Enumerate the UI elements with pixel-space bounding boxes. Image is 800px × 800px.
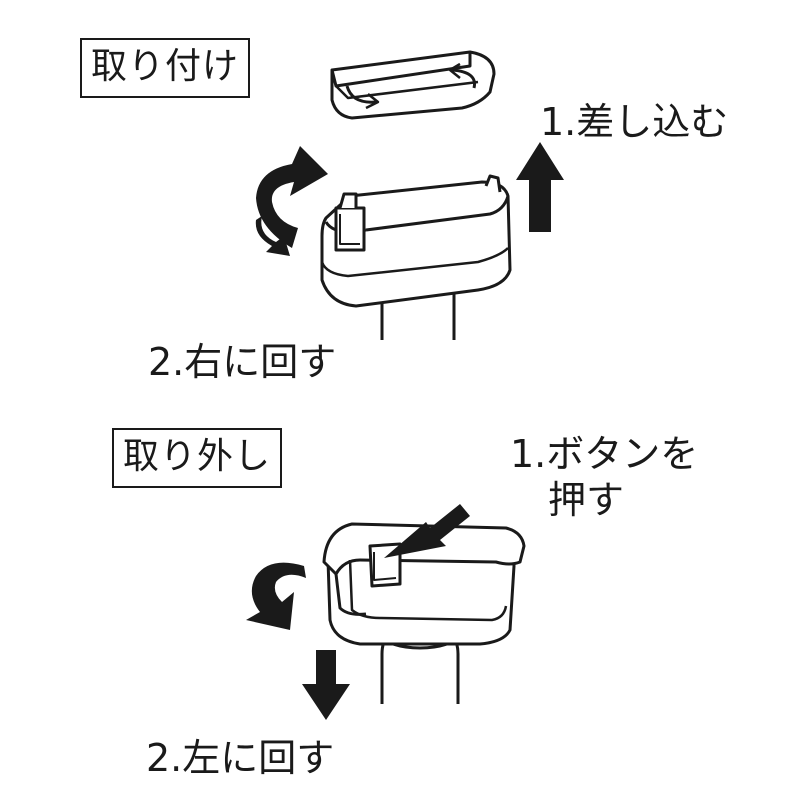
diagonal-press-arrow-icon <box>384 504 470 558</box>
curved-rotate-right-arrow-icon <box>255 146 328 256</box>
install-step1-label: 1.差し込む <box>540 100 729 144</box>
install-step2-label: 2.右に回す <box>148 340 337 384</box>
down-arrow-icon <box>302 650 350 720</box>
curved-rotate-left-arrow-icon <box>246 562 306 630</box>
remove-step1-line2: 押す <box>548 477 625 522</box>
install-heading: 取り付け <box>80 38 251 98</box>
up-arrow-icon <box>516 142 564 232</box>
remove-step1-label: 1.ボタンを 押す <box>510 432 698 523</box>
remove-step1-line1: 1.ボタンを <box>510 432 699 476</box>
install-holder-body <box>320 174 512 308</box>
remove-step2-label: 2.左に回す <box>146 736 335 780</box>
install-cap-piece <box>330 50 496 120</box>
remove-heading: 取り外し <box>112 428 283 488</box>
